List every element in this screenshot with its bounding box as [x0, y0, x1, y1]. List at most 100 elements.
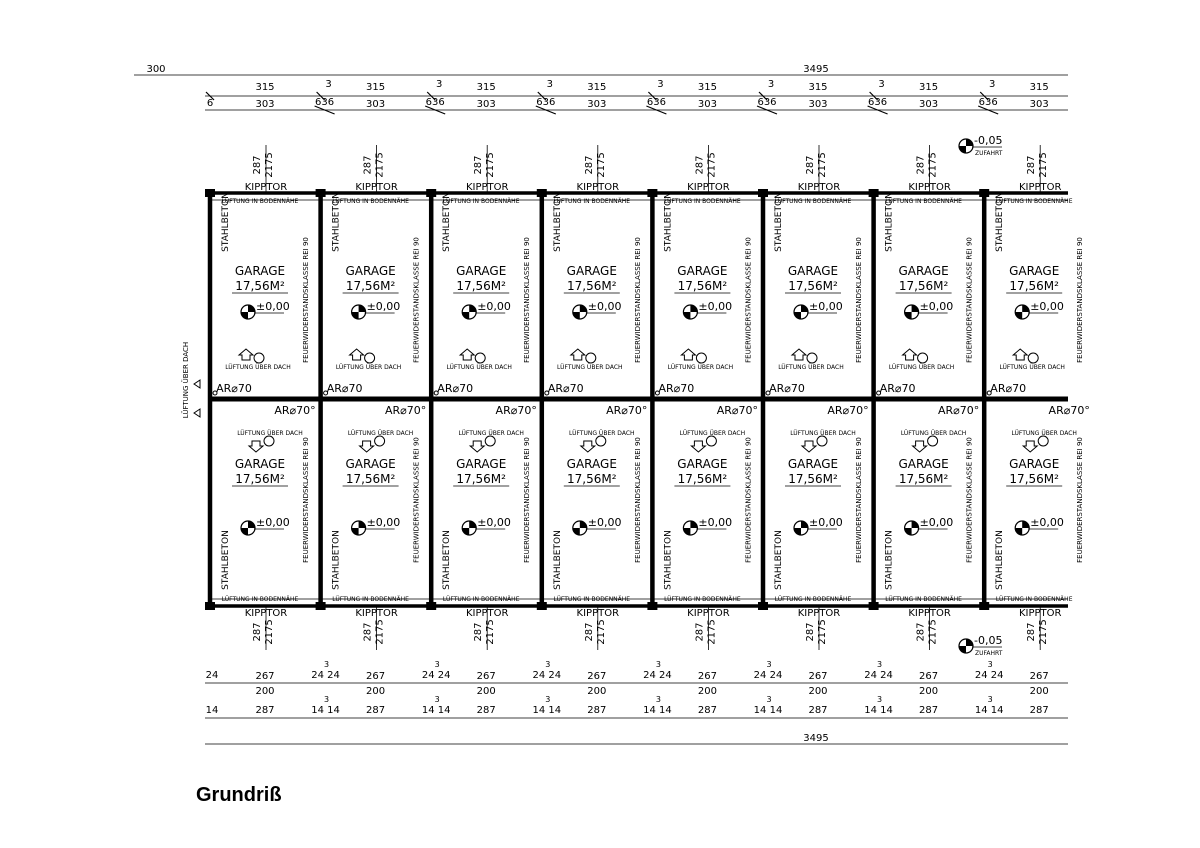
level-quarter-icon	[358, 305, 366, 312]
door-label-top: KIPPTOR	[245, 182, 288, 193]
garage-area: 17,56M²	[346, 279, 396, 293]
dim-bay-opening: 267	[919, 671, 938, 682]
dim-bay-clear: 303	[255, 99, 274, 110]
wall-label-fire: FEUERWIDERSTANDSKLASSE REI 90	[966, 237, 974, 363]
wall-label-fire: FEUERWIDERSTANDSKLASSE REI 90	[523, 437, 531, 563]
level-quarter-icon	[462, 528, 470, 535]
level-quarter-icon	[966, 639, 973, 646]
dim-bay-width: 315	[919, 82, 938, 93]
dim-bay-opening: 267	[255, 671, 274, 682]
door-width-dim: 287	[1026, 622, 1037, 641]
vent-roof-marker	[569, 348, 597, 364]
dim-edge: 24	[206, 670, 219, 681]
level-quarter-icon	[462, 312, 470, 319]
level-quarter-icon	[351, 528, 359, 535]
level-text: ±0,00	[698, 516, 732, 529]
dim-bay-clear: 303	[366, 99, 385, 110]
ar-label: AR⌀70	[216, 382, 252, 395]
vent-low-label-bottom: LÜFTUNG IN BODENNÄHE	[443, 596, 520, 603]
door-height-dim: 2175	[817, 619, 828, 644]
dim-edge: 14	[206, 705, 219, 716]
ar-label: AR⌀70°	[717, 404, 758, 417]
vent-arrow-icon	[569, 348, 587, 361]
dim-tick	[424, 105, 446, 115]
dim-bay-clear: 303	[698, 99, 717, 110]
door-width-dim: 287	[805, 622, 816, 641]
door-height-dim: 2175	[706, 152, 717, 177]
vent-low-label-bottom: LÜFTUNG IN BODENNÄHE	[332, 596, 409, 603]
level-quarter-icon	[241, 312, 248, 319]
garage-area: 17,56M²	[235, 279, 285, 293]
dim-inner-width: 200	[1030, 686, 1049, 697]
vent-arrow-icon	[680, 348, 697, 361]
vent-roof-label: LÜFTUNG ÜBER DACH	[237, 430, 302, 437]
dim-tick	[535, 105, 557, 115]
dim-tick	[977, 105, 999, 115]
door-width-dim: 287	[252, 622, 263, 641]
ar-drain-icon	[876, 390, 882, 396]
vent-pipe-icon	[1037, 435, 1049, 447]
dim-bay-clear: 287	[698, 705, 717, 716]
ar-label: AR⌀70	[769, 382, 805, 395]
dim-bay-clear: 303	[1030, 99, 1049, 110]
vent-low-label-bottom: LÜFTUNG IN BODENNÄHE	[554, 596, 631, 603]
level-quarter-icon	[248, 521, 255, 528]
ar-label: AR⌀70°	[827, 404, 868, 417]
vent-roof-marker	[690, 435, 717, 453]
vent-pipe-icon	[595, 435, 607, 447]
door-label-top: KIPPTOR	[798, 182, 841, 193]
level-marker: ±0,00	[240, 300, 290, 320]
ar-label: AR⌀70	[327, 382, 363, 395]
vent-arrow-icon	[348, 348, 365, 361]
vent-pipe-icon	[816, 435, 828, 447]
vent-roof-label: LÜFTUNG ÜBER DACH	[901, 430, 966, 437]
dim-bay-opening: 267	[698, 671, 717, 682]
vent-low-label-bottom: LÜFTUNG IN BODENNÄHE	[885, 596, 962, 603]
dim-tick	[869, 91, 879, 101]
door-height-dim: 2175	[596, 619, 607, 644]
level-marker: ±0,00	[682, 300, 732, 320]
dim-tick	[316, 91, 326, 101]
dim-bay-opening: 267	[587, 671, 606, 682]
door-height-dim: 2175	[928, 152, 939, 177]
dim-joint: 14 14	[643, 705, 672, 716]
garage-label: GARAGE	[235, 264, 285, 278]
level-quarter-icon	[801, 305, 808, 312]
vent-roof-marker	[800, 435, 828, 453]
dim-inner-width: 200	[255, 686, 274, 697]
garage-label: GARAGE	[235, 457, 285, 471]
level-text: ±0,00	[809, 516, 843, 529]
level-text: ±0,00	[1030, 516, 1064, 529]
door-height-dim: 2175	[817, 152, 828, 177]
vent-roof-marker	[901, 348, 929, 364]
dim-joint-sup: 3	[656, 660, 661, 669]
dim-gap: 3	[768, 79, 774, 90]
dim-bay-clear: 287	[808, 705, 827, 716]
door-width-dim: 287	[584, 155, 595, 174]
level-quarter-icon	[911, 521, 919, 528]
vent-roof-label: LÜFTUNG ÜBER DACH	[790, 430, 855, 437]
door-height-dim: 2175	[1038, 152, 1049, 177]
garage-walls	[205, 189, 1068, 610]
vent-roof-label: LÜFTUNG ÜBER DACH	[557, 364, 622, 371]
level-quarter-icon	[959, 646, 966, 653]
column-bottom	[426, 602, 437, 610]
wall-label-fire: FEUERWIDERSTANDSKLASSE REI 90	[302, 437, 310, 563]
dim-bay-width: 315	[1030, 82, 1049, 93]
level-quarter-icon	[683, 312, 691, 319]
ar-label: AR⌀70°	[274, 404, 315, 417]
door-width-dim: 287	[1026, 155, 1037, 174]
column-top	[536, 189, 547, 197]
dim-tick	[646, 105, 667, 115]
level-marker: ±0,00	[1014, 516, 1064, 536]
door-label-top: KIPPTOR	[355, 182, 398, 193]
wall-label-concrete: STAHLBETON	[332, 192, 342, 252]
wall-label-fire: FEUERWIDERSTANDSKLASSE REI 90	[966, 437, 974, 563]
garage-area: 17,56M²	[456, 472, 506, 486]
vent-pipe-icon	[705, 435, 717, 447]
wall-label-concrete: STAHLBETON	[885, 530, 895, 590]
dim-joint: 14 14	[422, 705, 451, 716]
vent-low-label-bottom: LÜFTUNG IN BODENNÄHE	[775, 596, 852, 603]
dim-joint: 14 14	[975, 705, 1004, 716]
